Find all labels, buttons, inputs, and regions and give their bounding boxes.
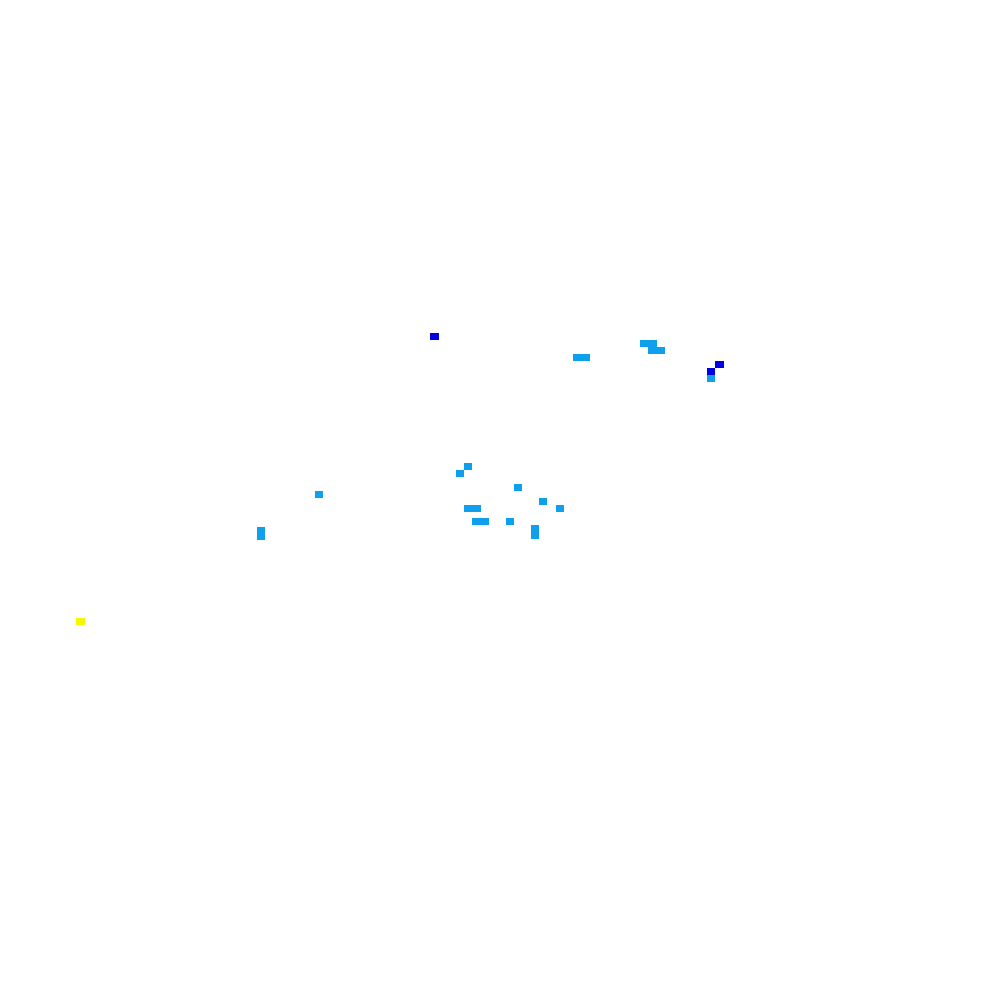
marker-light-blue-p17 [506, 518, 514, 525]
marker-light-blue-p02 [573, 354, 590, 361]
marker-light-blue-p03 [640, 340, 657, 347]
marker-light-blue-p16 [472, 518, 489, 525]
marker-dark-blue-p01 [430, 333, 439, 340]
marker-light-blue-p10 [456, 470, 464, 477]
marker-light-blue-p15 [556, 505, 564, 512]
marker-light-blue-p09 [464, 463, 472, 470]
marker-light-blue-p12 [315, 491, 323, 498]
marker-light-blue-p19 [257, 527, 265, 540]
marker-dark-blue-p08 [715, 361, 724, 368]
marker-yellow-p23 [76, 618, 85, 625]
marker-light-blue-p05 [707, 375, 715, 382]
marker-light-blue-p11 [514, 484, 522, 491]
marker-light-blue-p14 [464, 505, 481, 512]
marker-light-blue-p13 [539, 498, 547, 505]
marker-dark-blue-p07 [707, 368, 715, 375]
marker-light-blue-p04 [648, 347, 665, 354]
marker-light-blue-p18 [531, 525, 539, 539]
